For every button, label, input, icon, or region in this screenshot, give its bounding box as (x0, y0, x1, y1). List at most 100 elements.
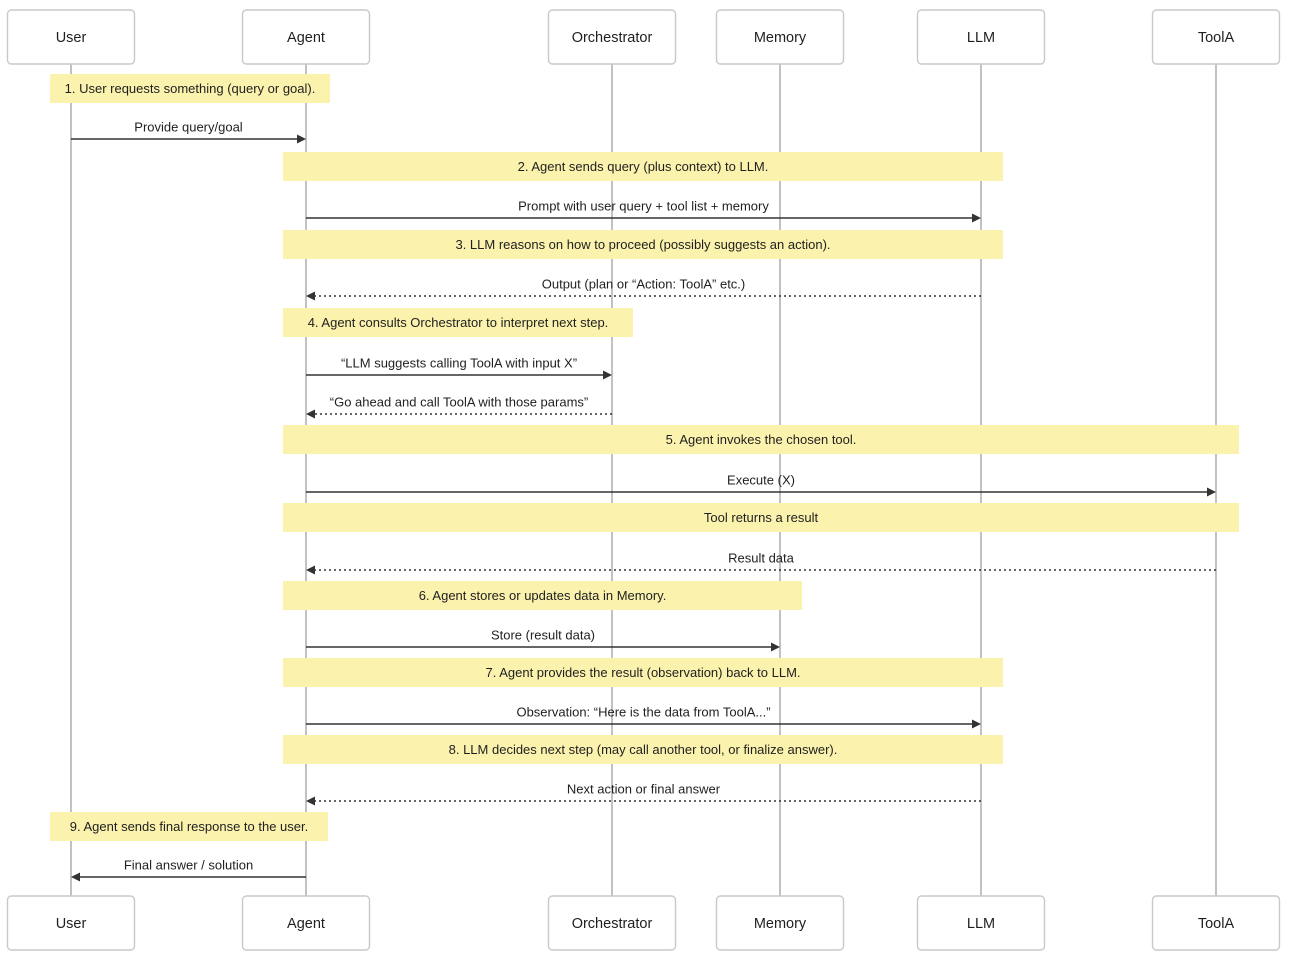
note-2: 2. Agent sends query (plus context) to L… (283, 152, 1003, 181)
note-5: 5. Agent invokes the chosen tool. (283, 425, 1239, 454)
actor-box-user-top[interactable]: User (6, 9, 136, 65)
actor-label-agent: Agent (287, 30, 325, 46)
note-rect-6 (283, 503, 1239, 532)
note-rect-9 (283, 735, 1003, 764)
note-text-7: 6. Agent stores or updates data in Memor… (419, 588, 667, 603)
actor-box-memory-top[interactable]: Memory (715, 9, 845, 65)
note-text-3: 3. LLM reasons on how to proceed (possib… (455, 237, 830, 252)
message-8: Store (result data) (306, 627, 780, 652)
actor-label-toola: ToolA (1198, 916, 1235, 932)
message-11: Final answer / solution (71, 857, 306, 882)
actor-rect-memory (715, 9, 845, 65)
message-1: Provide query/goal (71, 119, 306, 144)
message-arrowhead-11 (71, 872, 80, 882)
message-5: “Go ahead and call ToolA with those para… (306, 394, 612, 419)
message-7: Result data (306, 550, 1216, 575)
message-arrowhead-6 (1207, 487, 1216, 497)
message-label-10: Next action or final answer (567, 781, 721, 796)
actor-boxes-top: User Agent Orchestrator Memory LLM ToolA (6, 9, 1281, 65)
note-6: Tool returns a result (283, 503, 1239, 532)
note-rect-3 (283, 230, 1003, 259)
notes-group: 1. User requests something (query or goa… (50, 74, 1239, 841)
actor-label-llm: LLM (967, 30, 995, 46)
message-arrowhead-5 (306, 409, 315, 419)
actor-label-user: User (56, 916, 87, 932)
note-rect-10 (50, 812, 328, 841)
note-rect-8 (283, 658, 1003, 687)
note-rect-7 (283, 581, 802, 610)
message-9: Observation: “Here is the data from Tool… (306, 704, 981, 729)
note-rect-4 (283, 308, 633, 337)
message-label-1: Provide query/goal (134, 119, 243, 134)
actor-label-orchestrator: Orchestrator (572, 30, 653, 46)
message-arrowhead-2 (972, 213, 981, 223)
message-label-9: Observation: “Here is the data from Tool… (516, 704, 770, 719)
actor-box-orchestrator-bottom[interactable]: Orchestrator (547, 895, 677, 951)
message-arrowhead-8 (771, 642, 780, 652)
actor-label-memory: Memory (754, 30, 807, 46)
actor-rect-agent (241, 9, 371, 65)
actor-box-memory-bottom[interactable]: Memory (715, 895, 845, 951)
actor-label-llm: LLM (967, 916, 995, 932)
message-6: Execute (X) (306, 472, 1216, 497)
note-text-10: 9. Agent sends final response to the use… (70, 819, 309, 834)
actor-label-user: User (56, 30, 87, 46)
note-text-4: 4. Agent consults Orchestrator to interp… (308, 315, 609, 330)
message-10: Next action or final answer (306, 781, 981, 806)
actor-rect-agent (241, 895, 371, 951)
actor-label-toola: ToolA (1198, 30, 1235, 46)
note-3: 3. LLM reasons on how to proceed (possib… (283, 230, 1003, 259)
actor-rect-memory (715, 895, 845, 951)
note-text-6: Tool returns a result (704, 510, 819, 525)
actor-rect-toola (1151, 9, 1281, 65)
message-arrowhead-9 (972, 719, 981, 729)
actor-rect-orchestrator (547, 895, 677, 951)
actor-box-agent-bottom[interactable]: Agent (241, 895, 371, 951)
actor-rect-orchestrator (547, 9, 677, 65)
note-text-9: 8. LLM decides next step (may call anoth… (449, 742, 838, 757)
note-text-5: 5. Agent invokes the chosen tool. (666, 432, 857, 447)
note-text-1: 1. User requests something (query or goa… (65, 81, 316, 96)
actor-label-orchestrator: Orchestrator (572, 916, 653, 932)
note-4: 4. Agent consults Orchestrator to interp… (283, 308, 633, 337)
message-2: Prompt with user query + tool list + mem… (306, 198, 981, 223)
note-rect-1 (50, 74, 330, 103)
actor-rect-llm (916, 895, 1046, 951)
actor-rect-user (6, 895, 136, 951)
message-label-8: Store (result data) (491, 627, 595, 642)
note-8: 7. Agent provides the result (observatio… (283, 658, 1003, 687)
message-label-3: Output (plan or “Action: ToolA” etc.) (542, 276, 746, 291)
message-label-6: Execute (X) (727, 472, 795, 487)
note-text-2: 2. Agent sends query (plus context) to L… (518, 159, 769, 174)
actor-box-orchestrator-top[interactable]: Orchestrator (547, 9, 677, 65)
actor-box-llm-top[interactable]: LLM (916, 9, 1046, 65)
actor-boxes-bottom: User Agent Orchestrator Memory LLM ToolA (6, 895, 1281, 951)
note-7: 6. Agent stores or updates data in Memor… (283, 581, 802, 610)
message-label-11: Final answer / solution (124, 857, 253, 872)
message-arrowhead-3 (306, 291, 315, 301)
lifelines-group (70, 64, 1217, 896)
actor-label-agent: Agent (287, 916, 325, 932)
message-4: “LLM suggests calling ToolA with input X… (306, 355, 612, 380)
message-label-4: “LLM suggests calling ToolA with input X… (341, 355, 577, 370)
message-label-7: Result data (728, 550, 795, 565)
actor-rect-user (6, 9, 136, 65)
note-rect-2 (283, 152, 1003, 181)
message-3: Output (plan or “Action: ToolA” etc.) (306, 276, 981, 301)
actor-box-toola-top[interactable]: ToolA (1151, 9, 1281, 65)
actor-rect-llm (916, 9, 1046, 65)
actor-box-user-bottom[interactable]: User (6, 895, 136, 951)
actor-box-toola-bottom[interactable]: ToolA (1151, 895, 1281, 951)
actor-box-agent-top[interactable]: Agent (241, 9, 371, 65)
note-text-8: 7. Agent provides the result (observatio… (485, 665, 800, 680)
note-1: 1. User requests something (query or goa… (50, 74, 330, 103)
actor-label-memory: Memory (754, 916, 807, 932)
actor-rect-toola (1151, 895, 1281, 951)
message-arrowhead-7 (306, 565, 315, 575)
actor-box-llm-bottom[interactable]: LLM (916, 895, 1046, 951)
message-arrowhead-10 (306, 796, 315, 806)
message-label-5: “Go ahead and call ToolA with those para… (330, 394, 588, 409)
